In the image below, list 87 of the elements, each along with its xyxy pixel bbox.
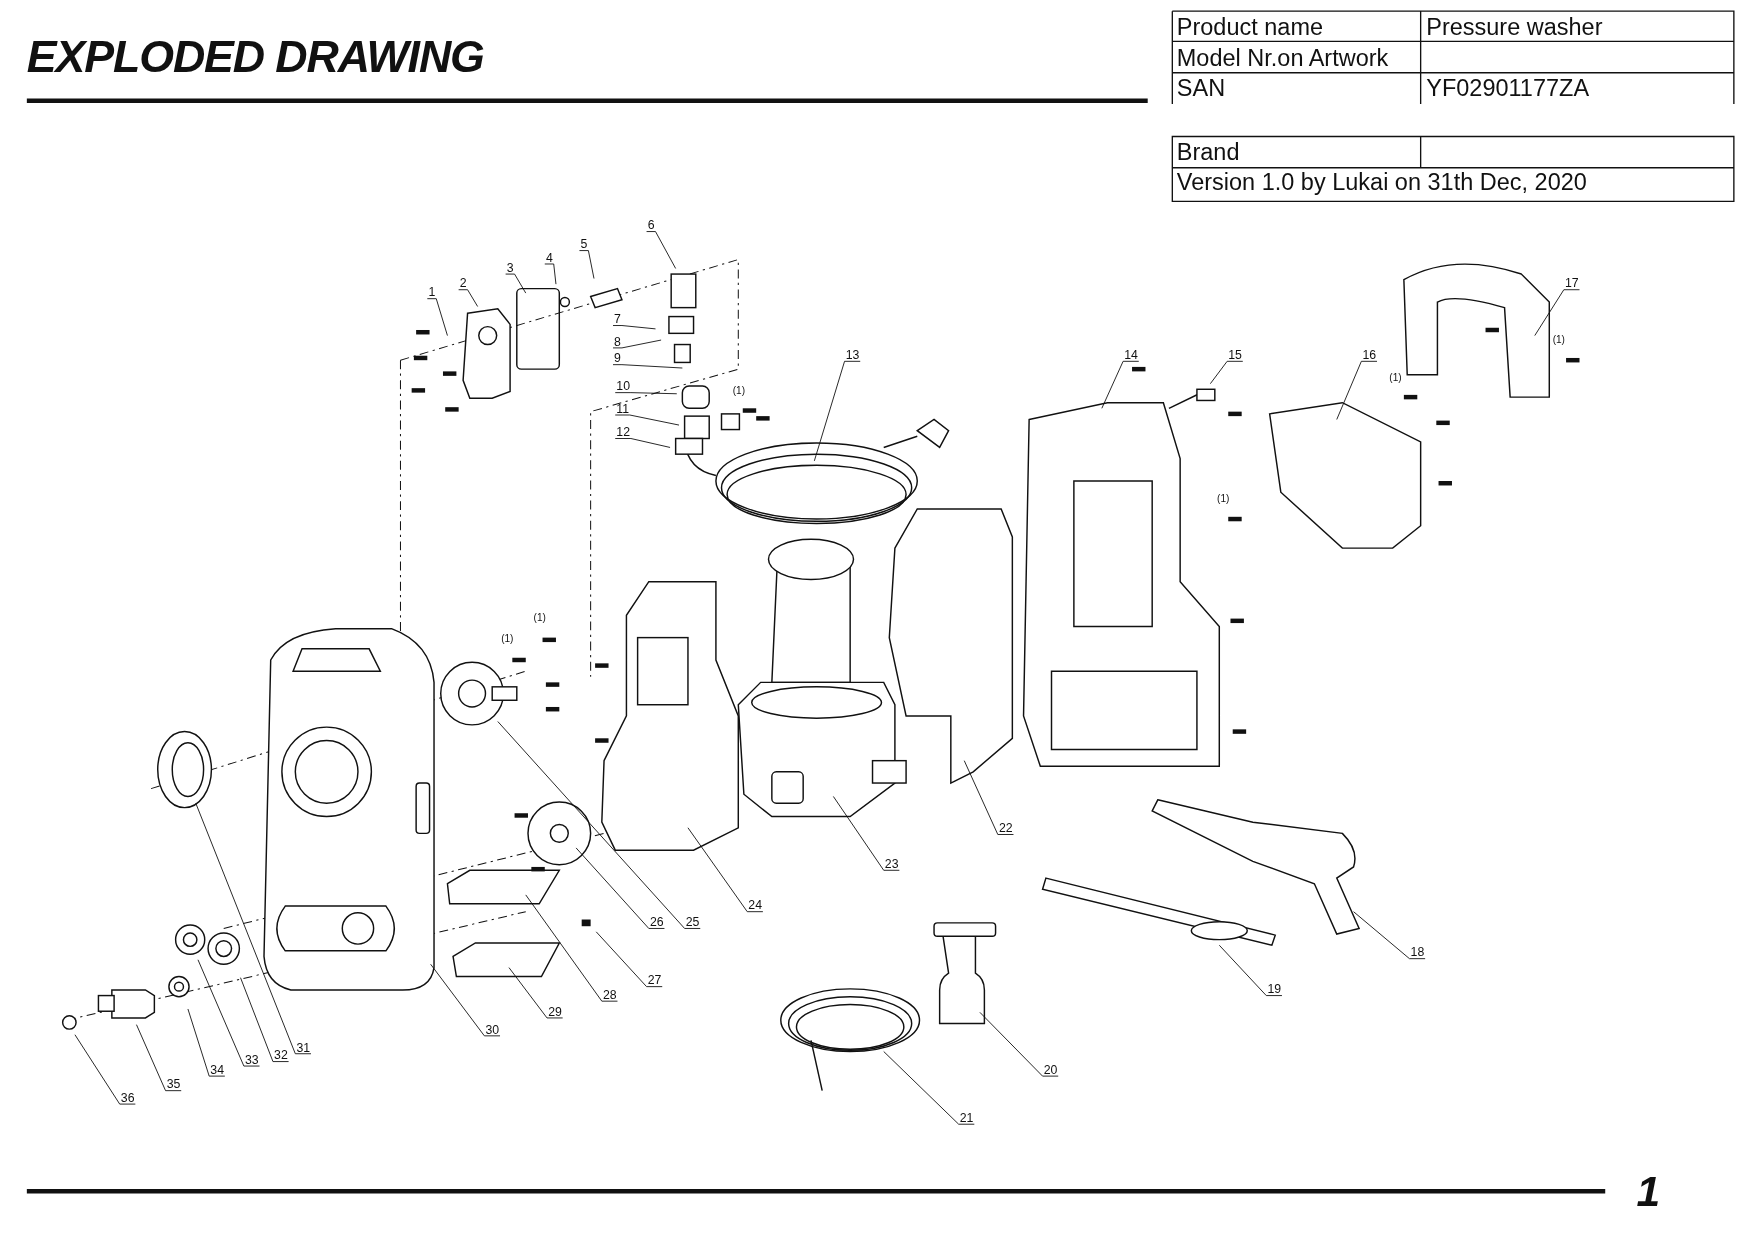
callout-number: 27: [646, 973, 663, 987]
callout-number: 15: [1227, 347, 1244, 362]
leader-line: [458, 289, 479, 307]
table-value: YF02901177ZA: [1426, 74, 1590, 101]
callout-number: 5: [579, 237, 589, 251]
callout-number: 9: [613, 351, 623, 365]
callout-number: 21: [958, 1110, 975, 1125]
leader-line: [579, 250, 595, 279]
page-number: 1: [1636, 1168, 1661, 1216]
callout-number: 10: [615, 379, 632, 393]
callout-number: 23: [883, 856, 900, 871]
leader-line: [197, 959, 260, 1067]
leader-line: [430, 963, 501, 1037]
table-label: SAN: [1176, 74, 1226, 101]
leader-line: [612, 339, 662, 349]
callout-number: 14: [1123, 347, 1140, 362]
callout-number: 20: [1042, 1062, 1059, 1077]
note-mark: (1): [1217, 494, 1230, 506]
table-label: Model Nr.on Artwork: [1176, 44, 1389, 71]
leader-line: [614, 438, 671, 448]
table-value: Version 1.0 by Lukai on 31th Dec, 2020: [1176, 168, 1587, 195]
callout-number: 36: [119, 1090, 136, 1105]
leader-line: [832, 796, 900, 871]
leader-line: [1534, 289, 1580, 337]
leader-line: [136, 1024, 182, 1092]
leader-line: [240, 977, 290, 1062]
page-title: EXPLODED DRAWING: [26, 31, 484, 82]
callout-number: 1: [427, 285, 437, 299]
callout-number: 18: [1409, 945, 1426, 959]
callout-number: 35: [165, 1077, 182, 1091]
callout-number: 11: [615, 401, 631, 415]
callout-number: 34: [209, 1062, 226, 1077]
note-mark: (1): [732, 385, 745, 397]
note-mark: (1): [501, 634, 514, 646]
callout-number: 19: [1266, 982, 1283, 996]
leader-line: [646, 231, 677, 269]
leader-line: [1218, 944, 1283, 996]
leader-line: [508, 967, 564, 1019]
callout-number: 32: [272, 1048, 289, 1062]
leader-line: [979, 1011, 1059, 1077]
leader-line: [595, 931, 663, 988]
callout-number: 24: [747, 898, 764, 912]
leader-line: [505, 273, 527, 294]
leader-line: [575, 847, 665, 929]
callout-number: 6: [646, 218, 656, 232]
leader-line: [426, 298, 448, 337]
callout-number: 17: [1563, 276, 1580, 290]
leader-line: [687, 827, 764, 913]
callout-number: 33: [243, 1052, 260, 1067]
table-value: Pressure washer: [1426, 13, 1603, 40]
note-mark: (1): [1389, 373, 1402, 385]
note-mark: (1): [533, 613, 546, 625]
table-label: Brand: [1176, 138, 1240, 165]
leader-line: [614, 414, 680, 426]
leader-line: [195, 802, 312, 1055]
callout-number: 16: [1361, 347, 1378, 362]
leader-line: [813, 360, 861, 462]
leader-line: [544, 263, 557, 285]
callout-number: 2: [458, 276, 468, 290]
callout-number: 12: [615, 425, 632, 439]
leader-line: [963, 760, 1014, 835]
leader-line: [525, 894, 618, 1002]
callout-number: 3: [505, 260, 515, 275]
leader-line: [1336, 360, 1378, 420]
callout-number: 25: [684, 915, 701, 929]
leader-line: [1101, 360, 1140, 409]
callout-number: 4: [544, 250, 554, 264]
leader-line: [497, 721, 701, 929]
callout-number: 31: [295, 1040, 312, 1054]
leader-line: [1353, 911, 1426, 960]
callout-number: 7: [613, 312, 623, 326]
callout-number: 29: [547, 1004, 563, 1018]
callout-number: 28: [601, 987, 618, 1002]
leader-line: [74, 1034, 136, 1105]
callout-number: 22: [997, 821, 1014, 835]
note-mark: (1): [1552, 335, 1565, 347]
callout-number: 13: [844, 347, 861, 362]
leader-line: [187, 1008, 226, 1077]
callout-number: 8: [613, 334, 623, 348]
callout-number: 26: [648, 915, 665, 929]
leader-line: [614, 392, 678, 395]
leader-line: [1209, 360, 1244, 385]
callout-number: 30: [484, 1022, 501, 1036]
leader-line: [612, 364, 683, 369]
leader-line: [883, 1051, 975, 1125]
leader-line: [612, 325, 656, 330]
table-label: Product name: [1176, 13, 1324, 40]
